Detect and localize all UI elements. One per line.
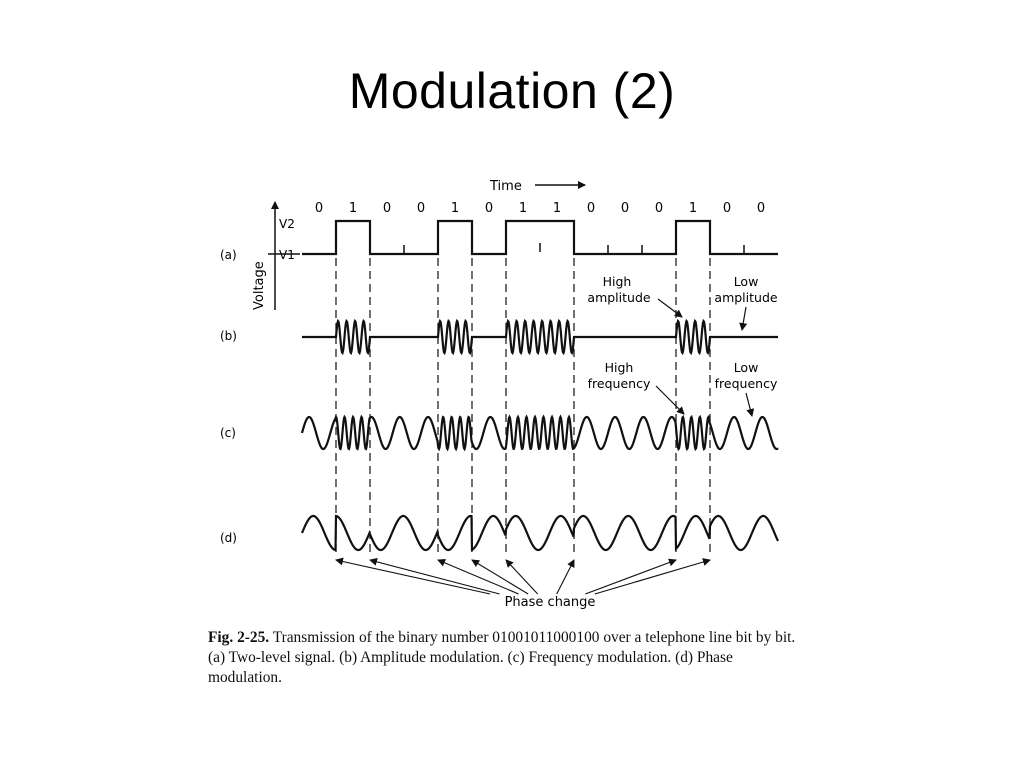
phase-change-arrow: [594, 558, 711, 595]
slide-title: Modulation (2): [348, 63, 676, 119]
phase-change-arrow: [471, 559, 529, 595]
high-frequency-label-2: frequency: [588, 376, 651, 391]
figure-caption: Fig. 2-25. Transmission of the binary nu…: [208, 628, 808, 688]
frequency-modulated-signal: [300, 414, 779, 452]
low-amplitude-label-2: amplitude: [714, 290, 777, 305]
phase-modulated-signal: [300, 514, 779, 552]
v2-label: V2: [279, 217, 295, 231]
low-frequency-arrow: [745, 392, 755, 417]
bit-label: 0: [315, 201, 323, 216]
bit-label: 0: [587, 201, 595, 216]
time-label: Time: [489, 179, 522, 194]
voltage-label: Voltage: [252, 261, 267, 310]
bit-label: 0: [723, 201, 731, 216]
panel-label-a: (a): [220, 248, 237, 262]
bit-label: 0: [757, 201, 765, 216]
high-amplitude-label-2: amplitude: [587, 290, 650, 305]
phase-change-arrow: [585, 558, 677, 595]
low-frequency-label-2: frequency: [715, 376, 778, 391]
low-amplitude-arrow: [739, 306, 748, 331]
bit-tick-marks: [403, 243, 745, 254]
bit-label: 0: [417, 201, 425, 216]
bit-label: 0: [655, 201, 663, 216]
phase-change-arrow: [556, 559, 575, 595]
v1-label: V1: [279, 248, 295, 262]
low-frequency-label-1: Low: [734, 360, 759, 375]
bit-boundary-dashes: [335, 258, 711, 556]
bit-label: 0: [485, 201, 493, 216]
bit-label: 1: [451, 201, 459, 216]
panel-label-b: (b): [220, 329, 237, 343]
phase-change-arrow: [335, 557, 491, 595]
high-amplitude-label-1: High: [603, 274, 632, 289]
low-amplitude-label-1: Low: [734, 274, 759, 289]
bit-labels: 0 1 0 0 1 0 1 1 0 0 0 1 0 0: [315, 201, 765, 216]
phase-change-arrows: [335, 557, 711, 595]
panel-label-c: (c): [220, 426, 236, 440]
high-frequency-label-1: High: [605, 360, 634, 375]
caption-text: Transmission of the binary number 010010…: [208, 629, 796, 686]
bit-label: 0: [621, 201, 629, 216]
phase-change-arrow: [369, 557, 500, 595]
panel-label-d: (d): [220, 531, 237, 545]
amplitude-modulated-signal: [302, 318, 778, 356]
phase-change-arrow: [437, 559, 519, 595]
high-amplitude-arrow: [657, 298, 683, 318]
bit-label: 1: [689, 201, 697, 216]
bit-label: 1: [553, 201, 561, 216]
bit-label: 1: [519, 201, 527, 216]
phase-change-label: Phase change: [505, 595, 596, 610]
bit-label: 1: [349, 201, 357, 216]
caption-fig-label: Fig. 2-25.: [208, 629, 270, 646]
high-frequency-arrow: [655, 385, 685, 415]
phase-change-arrow: [505, 559, 539, 595]
two-level-signal: [302, 219, 778, 256]
bit-label: 0: [383, 201, 391, 216]
